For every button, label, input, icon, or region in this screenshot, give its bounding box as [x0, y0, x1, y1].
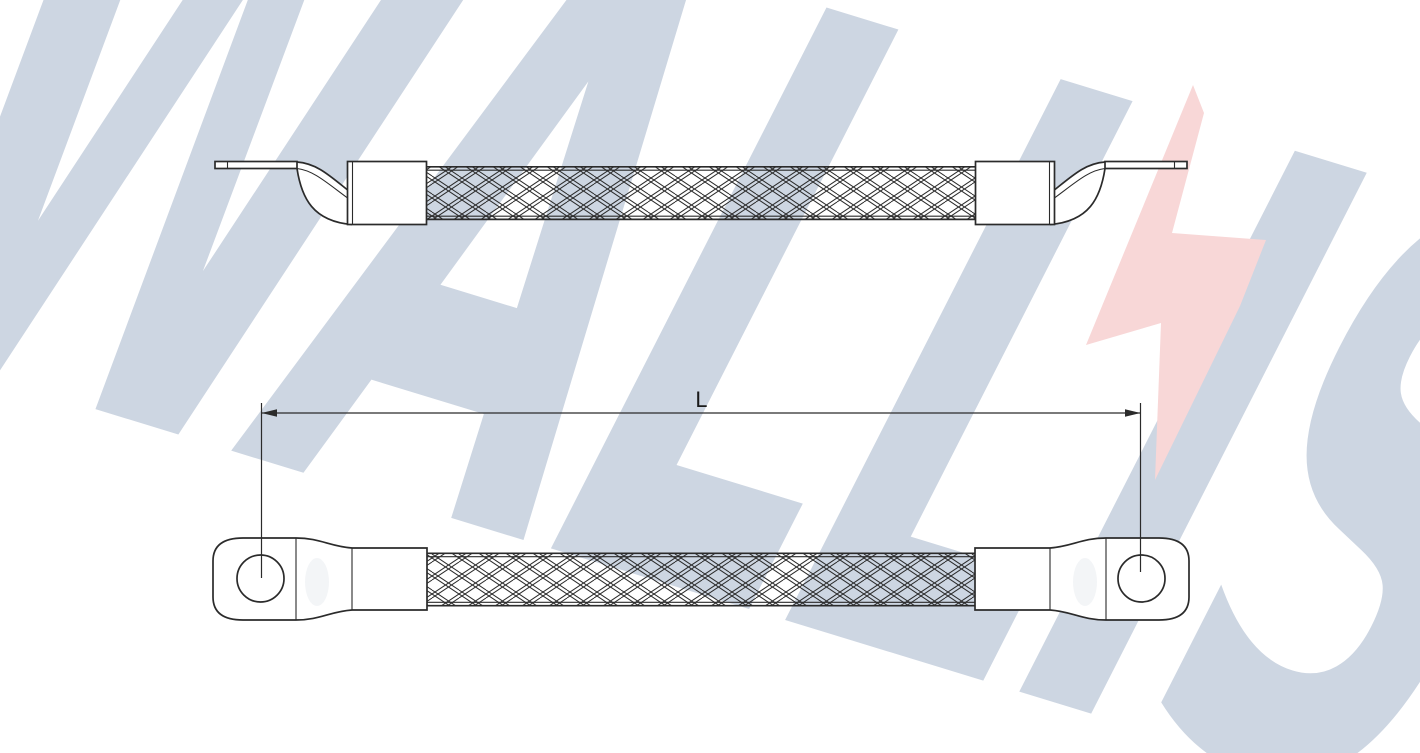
plan-view-left-hole	[236, 554, 285, 603]
side-view-right-ferrule	[974, 160, 1056, 226]
dimension-label: L	[695, 388, 707, 412]
plan-view-right-hole	[1117, 554, 1166, 603]
side-view	[214, 160, 1188, 226]
side-view-left-ferrule	[346, 160, 428, 226]
plan-view-braid	[427, 552, 975, 607]
dimension-annotation	[260, 403, 1142, 578]
dimension-arrow-right	[1125, 409, 1141, 417]
side-view-braid	[427, 165, 975, 221]
side-view-left-palm	[214, 160, 353, 226]
lightning-bolt-shape	[1086, 85, 1266, 480]
dimension-arrow-left	[261, 409, 277, 417]
side-view-right-palm	[1049, 160, 1188, 226]
plan-view-right-lug	[974, 537, 1190, 621]
plan-view-left-lug	[212, 537, 428, 621]
plan-view	[212, 537, 1190, 621]
